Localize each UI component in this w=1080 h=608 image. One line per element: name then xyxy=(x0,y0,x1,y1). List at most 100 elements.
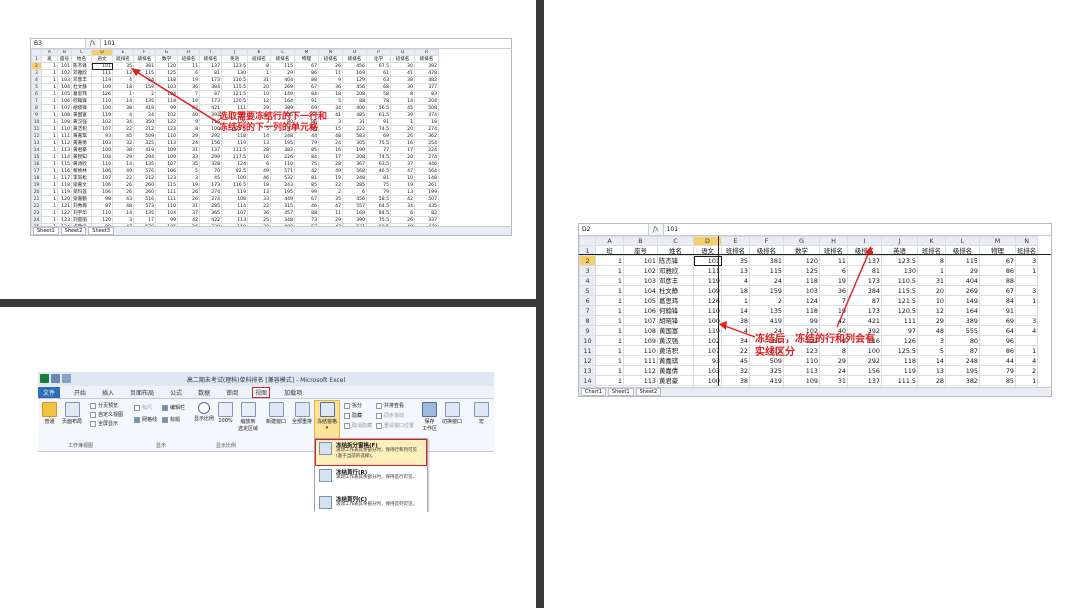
split-button[interactable]: 拆分 xyxy=(344,402,362,409)
table-cell[interactable]: 479 xyxy=(414,223,439,226)
sheet-tab[interactable]: Sheet3 xyxy=(88,227,114,235)
formula-input[interactable]: 101 xyxy=(99,39,511,48)
tab-formulas[interactable]: 公式 xyxy=(170,389,183,397)
chevron-down-icon: ▾ xyxy=(325,425,329,431)
custom-views-button[interactable]: 自定义视图 xyxy=(90,411,123,418)
zoom-100-icon xyxy=(218,402,233,417)
sheet-tab[interactable]: Chart1 xyxy=(581,388,606,396)
horizontal-divider xyxy=(0,299,536,307)
arrange-all-button[interactable]: 全部重排 xyxy=(292,402,312,425)
window-title: 高二期末考试(理科)单科排名 [兼容模式] - Microsoft Excel xyxy=(186,376,346,384)
table-cell[interactable]: 1 xyxy=(1014,385,1039,387)
zoom-100-button[interactable]: 100% xyxy=(218,402,233,424)
new-window-button[interactable]: 新建窗口 xyxy=(266,402,286,425)
tab-view[interactable]: 视图 xyxy=(252,386,271,398)
formula-bar: D2 fx 101 xyxy=(579,224,1051,236)
tab-data[interactable]: 数据 xyxy=(198,389,211,397)
menu-item-freeze-first-column[interactable]: 冻结首列(C) 滚动工作表其余部分时，保持首列可见。 xyxy=(315,493,427,512)
quick-access-toolbar xyxy=(40,374,71,383)
tab-addins[interactable]: 加载项 xyxy=(284,389,303,397)
annotation-arrow xyxy=(131,68,220,124)
undo-icon[interactable] xyxy=(62,374,71,383)
hide-button[interactable]: 隐藏 xyxy=(344,412,362,419)
new-window-icon xyxy=(268,402,284,417)
headings-checkbox[interactable]: 标题 xyxy=(162,416,180,423)
sync-scroll-button[interactable]: 同步滚动 xyxy=(376,412,404,419)
gridlines-checkbox[interactable]: 网格线 xyxy=(134,416,157,423)
switch-windows-button[interactable]: 切换窗口 xyxy=(442,402,462,425)
tab-home[interactable]: 开始 xyxy=(74,389,87,397)
tab-file[interactable]: 文件 xyxy=(38,386,61,398)
page-break-preview-button[interactable]: 分页预览 xyxy=(90,402,118,409)
formula-input[interactable]: 101 xyxy=(662,224,1051,235)
sheet-tab[interactable]: Sheet1 xyxy=(607,388,634,396)
switch-windows-icon xyxy=(444,402,460,417)
reset-position-button[interactable]: 重设窗口位置 xyxy=(376,422,414,429)
menu-item-freeze-top-row[interactable]: 冻结首行(R) 滚动工作表其余部分时，保持首行可见。 xyxy=(315,466,427,493)
tab-page-layout[interactable]: 页面布局 xyxy=(130,389,155,397)
macros-icon xyxy=(474,402,489,417)
side-by-side-button[interactable]: 并排查看 xyxy=(376,402,404,409)
save-workspace-button[interactable]: 保存 工作区 xyxy=(422,402,437,432)
page-layout-icon xyxy=(64,402,80,417)
name-box[interactable]: D2 xyxy=(579,224,649,235)
save-icon[interactable] xyxy=(51,374,60,383)
ruler-checkbox[interactable]: 标尺 xyxy=(134,404,152,411)
tab-insert[interactable]: 插入 xyxy=(102,389,115,397)
freeze-panes-button[interactable]: 冻结窗格 ▾ xyxy=(314,400,341,444)
zoom-to-selection-button[interactable]: 缩放到 选定区域 xyxy=(238,402,258,432)
sheet-tab[interactable]: Sheet2 xyxy=(635,388,662,396)
group-label-workbook-views: 工作簿视图 xyxy=(68,443,94,449)
formula-bar-checkbox[interactable]: 编辑栏 xyxy=(162,404,185,411)
macros-button[interactable]: 宏 xyxy=(474,402,489,425)
arrange-all-icon xyxy=(294,402,310,417)
unhide-button[interactable]: 取消隐藏 xyxy=(344,422,372,429)
fx-icon[interactable]: fx xyxy=(653,226,659,233)
page-layout-view-button[interactable]: 页面布局 xyxy=(62,402,82,425)
full-screen-button[interactable]: 全屏显示 xyxy=(90,420,118,427)
excel-logo-icon xyxy=(40,374,49,383)
normal-view-icon xyxy=(42,402,57,417)
table-row: 251124卢敬业8947570105363391103040057425216… xyxy=(31,223,439,226)
save-workspace-icon xyxy=(422,402,437,417)
annotation-text: 冻结后，冻结的行和列会有实线区分 xyxy=(755,334,875,358)
sheet-tab[interactable]: Sheet2 xyxy=(60,227,87,235)
zoom-button[interactable]: 显示比例 xyxy=(194,402,214,422)
normal-view-button[interactable]: 普通 xyxy=(42,402,57,425)
sheet-tab[interactable]: Sheet1 xyxy=(33,227,59,235)
name-box[interactable]: B3 xyxy=(31,39,86,48)
freeze-first-column-icon xyxy=(319,496,332,509)
group-label-show: 显示 xyxy=(156,443,167,449)
fx-icon[interactable]: fx xyxy=(90,40,96,47)
group-label-zoom: 显示比例 xyxy=(216,443,237,449)
menu-item-freeze-panes[interactable]: 冻结拆分窗格(F) 滚动工作表其余部分时，保持行和列可见(基于当前的选择)。 xyxy=(315,439,427,466)
magnifier-icon xyxy=(198,402,210,414)
tab-review[interactable]: 审阅 xyxy=(226,389,239,397)
zoom-selection-icon xyxy=(240,402,256,417)
annotation-text: 选取需要冻结行的下一行和冻结列的下一列的单元格 xyxy=(219,112,328,134)
